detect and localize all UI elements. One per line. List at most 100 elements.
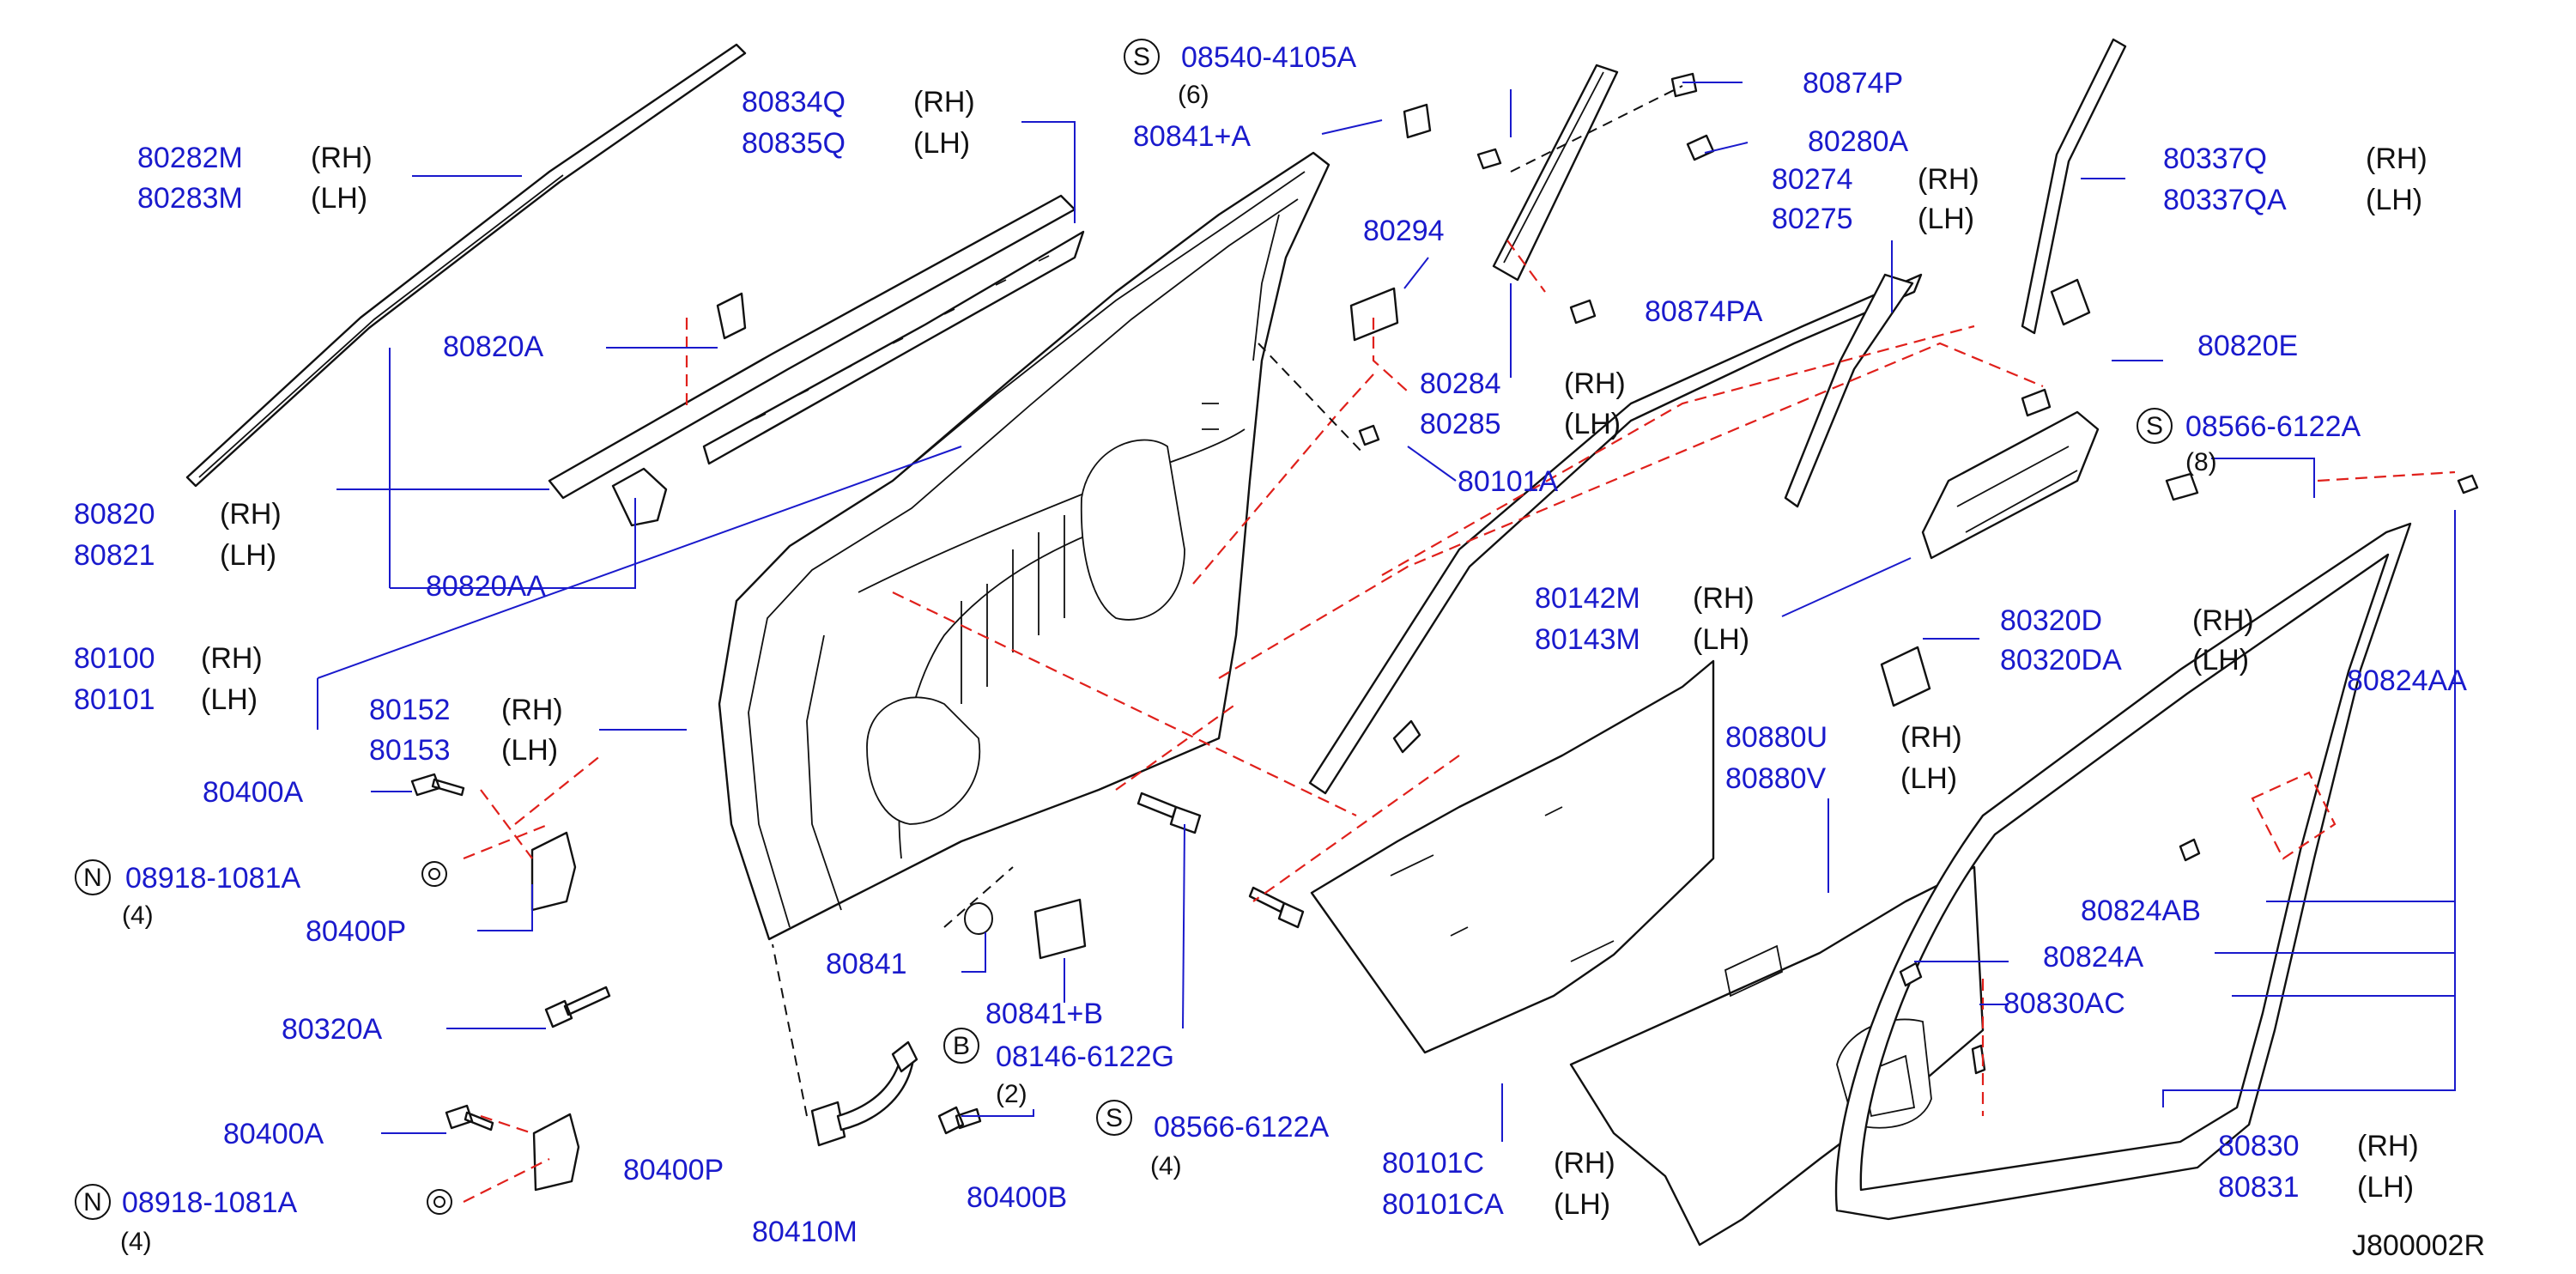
screw-drawing: [1136, 792, 1305, 929]
part-number[interactable]: 80841+B: [985, 998, 1103, 1030]
quantity: (6): [1178, 81, 1209, 109]
moulding-clip-drawing: [611, 292, 747, 527]
side-rh: (RH): [2357, 1130, 2419, 1162]
part-number[interactable]: 80400P: [306, 915, 406, 948]
part-number[interactable]: 08146-6122G: [996, 1040, 1174, 1073]
side-rh: (RH): [1918, 163, 1979, 196]
part-number[interactable]: 08566-6122A: [2185, 410, 2361, 443]
prefix-markers: S N N B S S: [75, 39, 2173, 1220]
part-number[interactable]: 80820AA: [426, 570, 546, 603]
part-number[interactable]: 80400B: [967, 1181, 1067, 1214]
sash-cover-drawing: [1476, 64, 1715, 325]
part-number[interactable]: 08918-1081A: [125, 862, 301, 895]
part-number[interactable]: 80400A: [223, 1118, 324, 1150]
front-door-panel-drawing: [718, 151, 1330, 941]
part-number[interactable]: 80101CA: [1382, 1188, 1504, 1221]
prefix-b: B: [953, 1032, 970, 1060]
part-number[interactable]: 08566-6122A: [1154, 1111, 1330, 1144]
part-number[interactable]: 80282M: [137, 142, 243, 174]
part-number[interactable]: 80284: [1420, 367, 1501, 400]
part-number[interactable]: 80101A: [1458, 465, 1559, 498]
part-number[interactable]: 80410M: [752, 1216, 858, 1248]
side-lh: (LH): [1918, 203, 1974, 235]
side-lh: (LH): [201, 683, 258, 716]
part-number[interactable]: 80152: [369, 694, 451, 726]
part-number[interactable]: 80830AC: [2003, 987, 2125, 1020]
diagram-code: J800002R: [2352, 1229, 2485, 1262]
part-number[interactable]: 80320DA: [2000, 644, 2122, 676]
door-seal-drawing: [1308, 273, 1923, 795]
side-rh: (RH): [501, 694, 563, 726]
part-number[interactable]: 80142M: [1535, 582, 1640, 615]
part-number[interactable]: 80824A: [2043, 941, 2144, 974]
part-number[interactable]: 80834Q: [742, 86, 846, 118]
part-number[interactable]: 80821: [74, 539, 155, 572]
part-number[interactable]: 80320A: [282, 1013, 383, 1046]
side-lh: (LH): [220, 539, 276, 572]
part-number[interactable]: 80143M: [1535, 623, 1640, 656]
part-number[interactable]: 80880V: [1725, 762, 1827, 795]
quantity: (4): [120, 1228, 152, 1256]
part-number[interactable]: 80841+A: [1133, 120, 1251, 153]
part-number[interactable]: 80153: [369, 734, 451, 767]
part-number[interactable]: 80285: [1420, 408, 1501, 440]
leader-lines: [317, 82, 2456, 1142]
part-number[interactable]: 80835Q: [742, 127, 846, 160]
side-rh: (RH): [2366, 143, 2428, 175]
part-number[interactable]: 80874PA: [1645, 295, 1763, 328]
part-number[interactable]: 80880U: [1725, 721, 1827, 754]
side-lh: (LH): [1900, 762, 1957, 795]
side-lh: (LH): [1564, 408, 1621, 440]
part-number[interactable]: 08540-4105A: [1181, 41, 1357, 74]
part-number[interactable]: 80100: [74, 642, 155, 675]
part-number[interactable]: 80824AA: [2347, 664, 2467, 697]
prefix-s: S: [2146, 412, 2163, 440]
part-number[interactable]: 80101: [74, 683, 155, 716]
prefix-s: S: [1133, 43, 1150, 71]
prefix-s: S: [1106, 1104, 1123, 1132]
door-bracket-drawing: [1880, 388, 2199, 707]
part-number[interactable]: 80294: [1363, 215, 1445, 247]
part-number[interactable]: 08918-1081A: [122, 1186, 298, 1219]
part-number[interactable]: 80320D: [2000, 604, 2102, 637]
sash-seal-drawing: [2021, 38, 2127, 335]
quantity: (4): [1150, 1152, 1182, 1180]
part-number[interactable]: 80874P: [1803, 67, 1903, 100]
part-number[interactable]: 80830: [2218, 1130, 2300, 1162]
side-lh: (LH): [2192, 644, 2249, 676]
side-lh: (LH): [2366, 184, 2422, 216]
part-number[interactable]: 80274: [1772, 163, 1853, 196]
part-number[interactable]: 80820: [74, 498, 155, 531]
part-number[interactable]: 80101C: [1382, 1147, 1484, 1180]
part-number[interactable]: 80283M: [137, 182, 243, 215]
side-lh: (LH): [1693, 623, 1749, 656]
side-rh: (RH): [1693, 582, 1755, 615]
side-rh: (RH): [913, 86, 975, 118]
drip-moulding-drawing: [185, 43, 747, 488]
weatherstrip-drawing: [1834, 474, 2479, 1221]
quantity: (4): [122, 901, 154, 930]
part-number[interactable]: 80831: [2218, 1171, 2300, 1204]
callout-dashes: [463, 85, 2456, 1203]
door-trim-panel-drawing: [1310, 659, 1715, 1054]
side-rh: (RH): [1564, 367, 1626, 400]
part-number[interactable]: 80275: [1772, 203, 1853, 235]
door-hinge-drawing: [410, 773, 611, 1215]
part-number[interactable]: 80400P: [623, 1154, 724, 1186]
quantity: (2): [996, 1080, 1027, 1108]
part-number[interactable]: 80820A: [443, 331, 544, 363]
prefix-n: N: [83, 864, 102, 892]
part-number[interactable]: 80280A: [1808, 125, 1909, 158]
part-number[interactable]: 80820E: [2197, 330, 2298, 362]
side-rh: (RH): [2192, 604, 2254, 637]
part-number[interactable]: 80400A: [203, 776, 304, 809]
side-lh: (LH): [311, 182, 367, 215]
part-labels: 80282M (RH) 80283M (LH) 80834Q (RH) 8083…: [74, 41, 2485, 1262]
side-rh: (RH): [201, 642, 263, 675]
part-number[interactable]: 80337QA: [2163, 184, 2287, 216]
side-rh: (RH): [311, 142, 373, 174]
part-number[interactable]: 80337Q: [2163, 143, 2267, 175]
part-number[interactable]: 80824AB: [2081, 895, 2201, 927]
part-number[interactable]: 80841: [826, 948, 907, 980]
